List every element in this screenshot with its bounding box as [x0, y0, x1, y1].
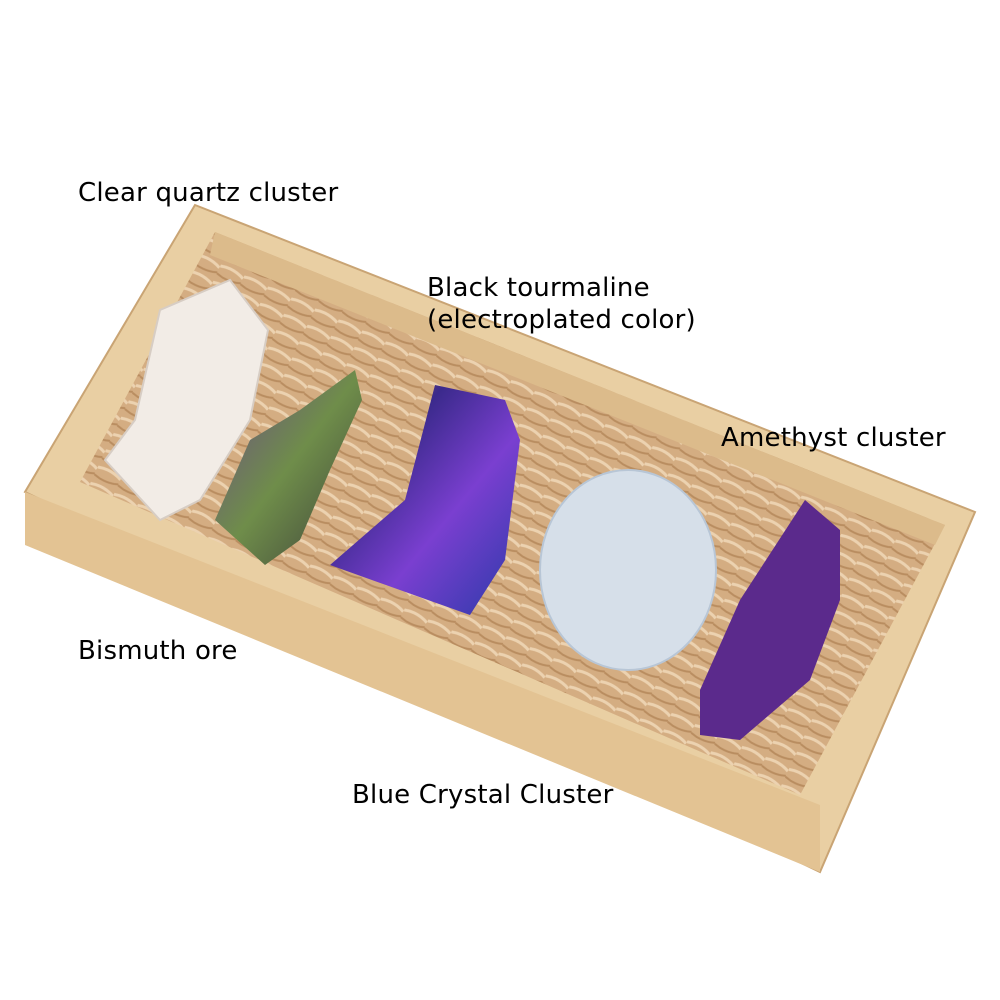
box-front-wall: [25, 492, 820, 872]
amethyst-crystal: [700, 500, 840, 740]
label-clear-quartz: Clear quartz cluster: [78, 178, 339, 208]
blue-crystal-cluster: [539, 469, 717, 671]
black-tourmaline-crystal: [330, 385, 520, 615]
label-blue-crystal: Blue Crystal Cluster: [352, 780, 614, 810]
label-bismuth: Bismuth ore: [78, 636, 238, 666]
bismuth-crystal: [215, 370, 362, 565]
clear-quartz-crystal: [103, 278, 270, 522]
label-black-tourmaline: Black tourmaline: [427, 273, 650, 303]
label-black-tourmaline-note: (electroplated color): [427, 305, 696, 335]
label-amethyst: Amethyst cluster: [721, 423, 946, 453]
